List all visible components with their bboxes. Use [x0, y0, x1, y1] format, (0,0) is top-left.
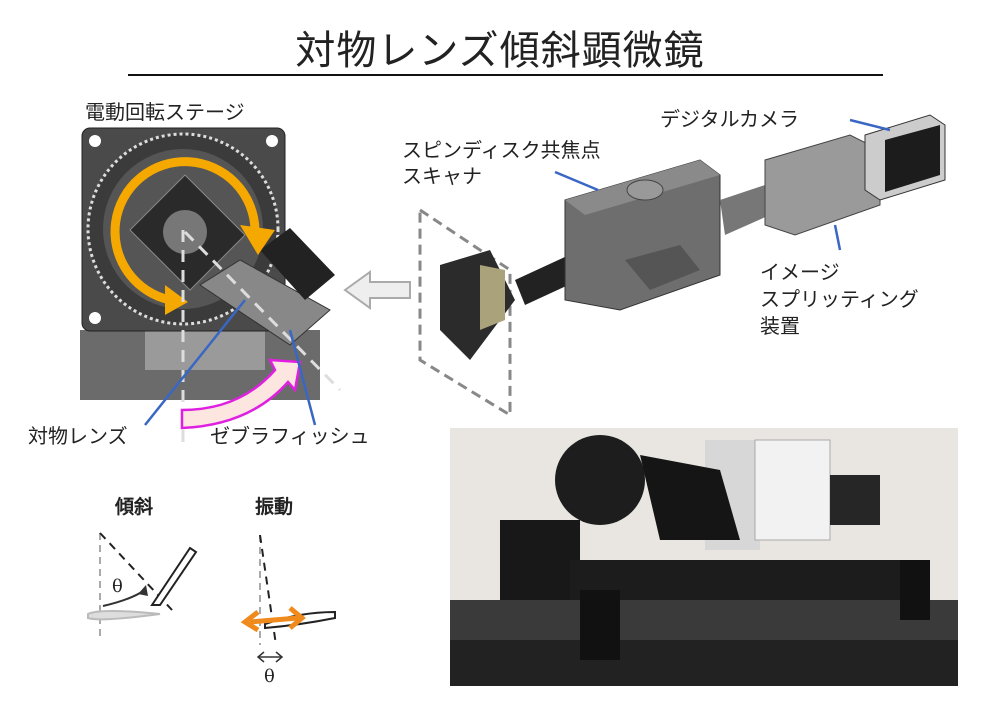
camera-drawing [849, 114, 946, 201]
scanner-drawing [554, 159, 721, 311]
zebrafish-flat-icon [87, 610, 161, 621]
splitter-label-line3: 装置 [760, 314, 800, 338]
vibration-angle-symbol: θ [264, 666, 275, 687]
vibration-arrow [249, 615, 299, 625]
tilt-schematic [87, 532, 198, 640]
splitter-label-line2: スプリッティング [760, 287, 919, 311]
splitter-drawing [720, 134, 881, 251]
tilt-arrow [180, 358, 302, 430]
zebrafish-tilted-icon [150, 546, 198, 606]
vibration-label: 振動 [255, 496, 294, 518]
camera-label: デジタルカメラ [660, 107, 799, 131]
rotation-arrow [110, 157, 260, 305]
setup-photograph [450, 428, 958, 686]
splitter-label-line1: イメージ [760, 260, 840, 284]
rotation-stage-label: 電動回転ステージ [85, 100, 245, 124]
scanner-label-line2: スキャナ [402, 164, 482, 188]
title-underline [128, 74, 883, 76]
vibration-schematic [240, 534, 336, 663]
zebrafish-label: ゼブラフィッシュ [210, 424, 370, 448]
direction-arrow [343, 270, 411, 310]
tilt-label: 傾斜 [115, 496, 154, 518]
figure-title: 対物レンズ傾斜顕微鏡 [295, 28, 705, 74]
tilt-angle-symbol: θ [112, 576, 123, 597]
scanner-label-line1: スピンディスク共焦点 [402, 138, 601, 162]
objective-label: 対物レンズ [28, 424, 128, 448]
rotation-stage-drawing [80, 127, 342, 450]
